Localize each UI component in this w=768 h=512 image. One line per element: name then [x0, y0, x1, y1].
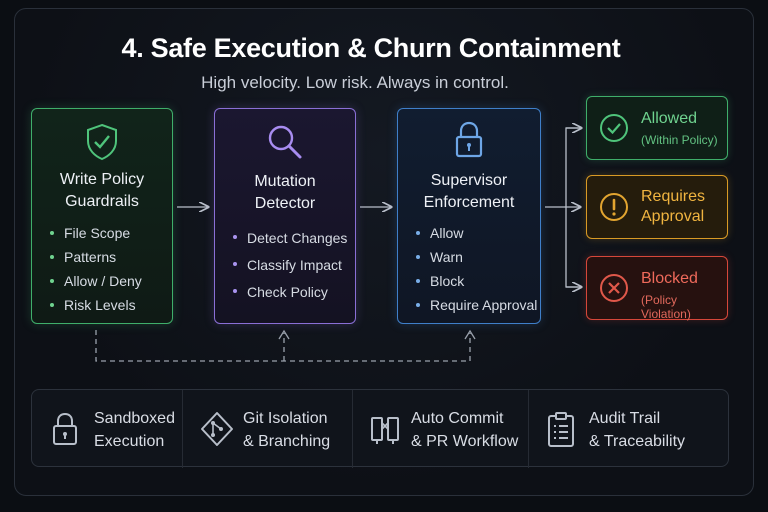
- shield-check-icon: [32, 123, 172, 166]
- stage-items: Detect Changes Classify Impact Check Pol…: [233, 225, 347, 306]
- stage-items: File Scope Patterns Allow / Deny Risk Le…: [50, 221, 142, 317]
- feature-bar: Sandboxed Execution Git Isolation & Bran…: [31, 389, 729, 468]
- list-item: Allow: [416, 221, 537, 245]
- feature-divider: [352, 390, 353, 468]
- stage-heading: Write Policy Guardrails: [59, 171, 145, 210]
- outcome-label: Allowed: [641, 110, 698, 127]
- list-item: Warn: [416, 245, 537, 269]
- stage-items: Allow Warn Block Require Approval: [416, 221, 537, 317]
- x-circle-icon: [599, 273, 629, 308]
- page-title: 4. Safe Execution & Churn Containment: [121, 33, 621, 63]
- stage-heading: Mutation Detector: [254, 173, 316, 212]
- stage-supervisor-enforcement: Supervisor Enforcement Allow Warn Block …: [397, 108, 541, 324]
- lock-icon: [398, 121, 540, 164]
- list-item: Require Approval: [416, 293, 537, 317]
- outcome-label: Blocked: [641, 270, 698, 287]
- outcome-blocked: Blocked (Policy Violation): [586, 256, 728, 321]
- outcome-sublabel: (Policy Violation): [641, 293, 691, 321]
- feature-divider: [528, 390, 529, 468]
- outcome-allowed: Allowed (Within Policy): [586, 96, 728, 160]
- git-diamond-icon: [200, 411, 234, 452]
- feedback-loop-dashed: [95, 330, 471, 362]
- outcome-requires-approval: Requires Approval: [586, 175, 728, 239]
- page-subtitle: High velocity. Low risk. Always in contr…: [201, 73, 509, 92]
- check-circle-icon: [599, 113, 629, 148]
- feature-divider: [182, 390, 183, 468]
- list-item: File Scope: [50, 221, 142, 245]
- list-item: Check Policy: [233, 279, 347, 306]
- outcome-label: Requires Approval: [641, 188, 706, 225]
- exclamation-circle-icon: [599, 192, 629, 227]
- stage-mutation-detector: Mutation Detector Detect Changes Classif…: [214, 108, 356, 324]
- clipboard-list-icon: [546, 411, 576, 454]
- list-item: Allow / Deny: [50, 269, 142, 293]
- commit-pr-icon: [368, 411, 402, 452]
- stage-heading: Supervisor Enforcement: [423, 172, 515, 211]
- list-item: Block: [416, 269, 537, 293]
- outcome-sublabel: (Within Policy): [641, 133, 718, 147]
- list-item: Patterns: [50, 245, 142, 269]
- stage-write-policy-guardrails: Write Policy Guardrails File Scope Patte…: [31, 108, 173, 324]
- list-item: Detect Changes: [233, 225, 347, 252]
- list-item: Risk Levels: [50, 293, 142, 317]
- magnifier-icon: [215, 123, 355, 166]
- padlock-icon: [51, 411, 79, 452]
- list-item: Classify Impact: [233, 252, 347, 279]
